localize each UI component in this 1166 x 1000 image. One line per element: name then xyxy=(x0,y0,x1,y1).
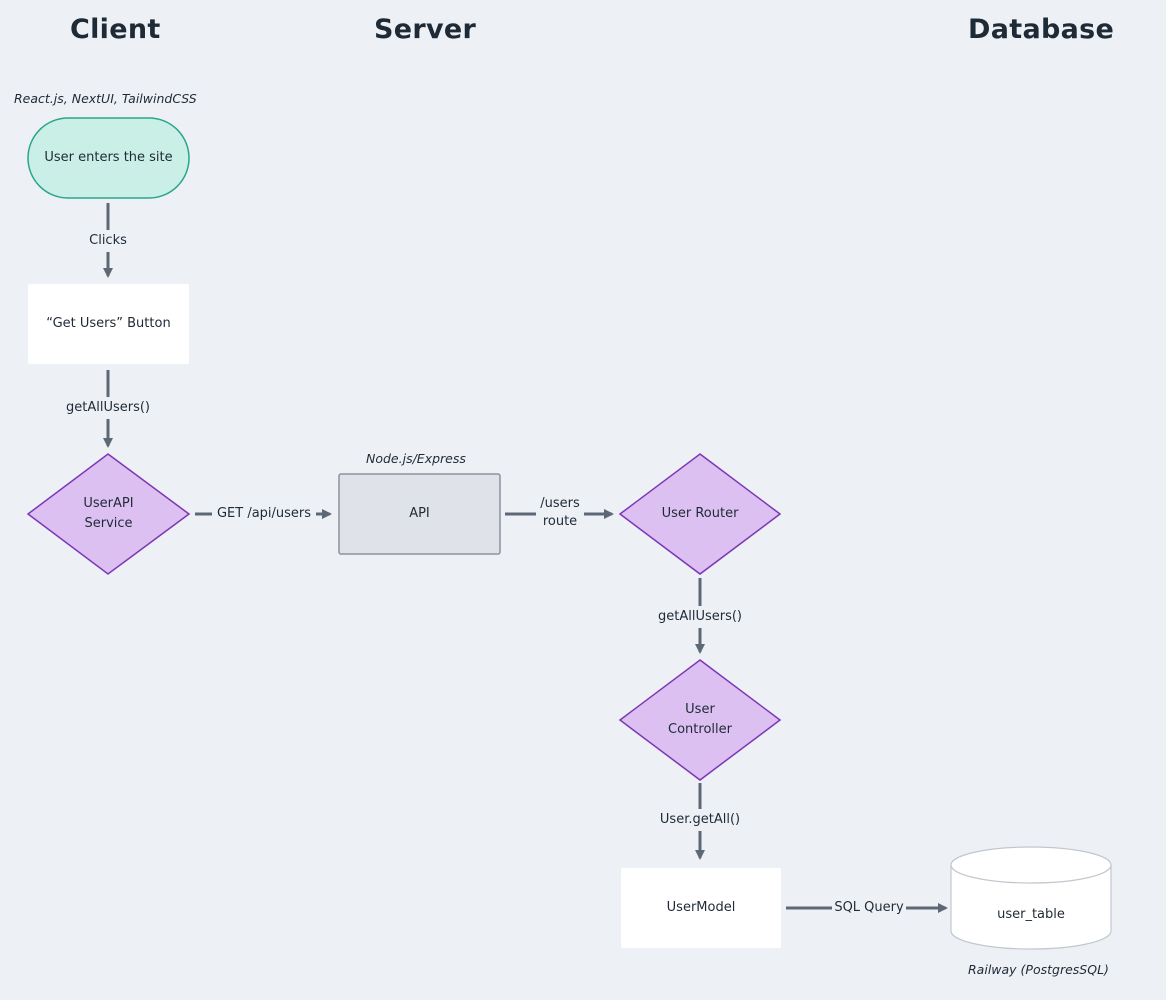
edge-label-users-route-1: /users xyxy=(540,496,580,511)
node-userapi-service-label-1: UserAPI xyxy=(83,496,134,511)
column-title-server: Server xyxy=(374,14,477,45)
node-userapi-service-label-2: Service xyxy=(84,516,133,531)
db-host-note: Railway (PostgresSQL) xyxy=(968,962,1109,977)
edge-label-user-getall: User.getAll() xyxy=(650,811,750,829)
node-user-table-label: user_table xyxy=(997,907,1065,922)
edge-label-users-route: /users route xyxy=(536,495,584,531)
node-get-users-button-shape xyxy=(28,284,189,364)
node-user-controller-label-1: User xyxy=(685,702,715,717)
node-user-table: user_table xyxy=(951,880,1111,950)
node-user-controller-label-2: Controller xyxy=(668,722,732,737)
node-api-label: API xyxy=(409,506,430,521)
node-api: API xyxy=(339,474,500,554)
node-user-enters-label: User enters the site xyxy=(44,150,173,165)
node-user-enters-shape xyxy=(27,117,190,199)
node-get-users-button: “Get Users” Button xyxy=(28,284,189,364)
node-api-shape xyxy=(338,473,501,555)
edge-label-sql-query: SQL Query xyxy=(832,899,906,917)
server-stack-note: Node.js/Express xyxy=(366,451,466,466)
node-user-router-shape xyxy=(618,453,782,575)
node-user-router-label: User Router xyxy=(661,506,739,521)
node-userapi-service: UserAPI Service xyxy=(28,474,189,554)
node-user-controller-shape xyxy=(618,659,782,781)
edge-label-get-api-users: GET /api/users xyxy=(213,505,315,523)
node-user-controller: User Controller xyxy=(620,680,780,760)
edge-label-getallusers-server: getAllUsers() xyxy=(650,608,750,626)
client-stack-note: React.js, NextUI, TailwindCSS xyxy=(14,91,197,106)
node-user-model: UserModel xyxy=(621,868,781,948)
node-user-table-cylinder-icon xyxy=(950,846,1112,950)
node-user-router: User Router xyxy=(620,474,780,554)
node-userapi-service-shape xyxy=(26,453,191,575)
node-user-model-label: UserModel xyxy=(666,900,736,915)
column-title-database: Database xyxy=(968,14,1115,45)
node-user-enters: User enters the site xyxy=(28,118,189,198)
node-user-model-shape xyxy=(621,868,781,948)
column-title-client: Client xyxy=(70,14,161,45)
node-get-users-button-label: “Get Users” Button xyxy=(46,316,171,331)
edge-label-users-route-2: route xyxy=(542,514,578,529)
edge-label-getallusers-client: getAllUsers() xyxy=(58,399,158,417)
edge-label-clicks: Clicks xyxy=(78,232,138,250)
